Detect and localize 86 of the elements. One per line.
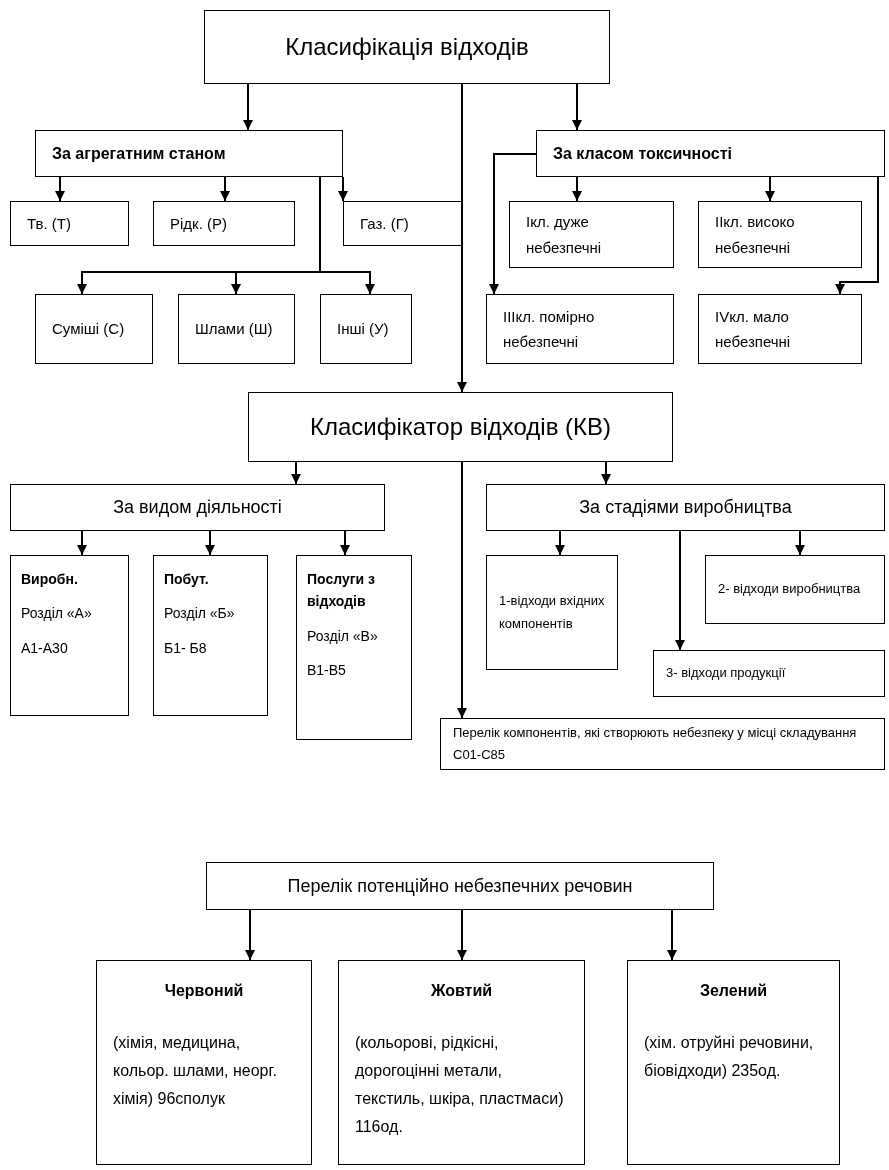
process-box [153, 555, 268, 716]
process-box [486, 294, 674, 364]
box-label: Жовтий [429, 981, 494, 1001]
arrow [338, 176, 348, 202]
arrow [675, 530, 685, 651]
process-box [486, 555, 618, 670]
process-box [204, 10, 610, 84]
box-label: А1-А30 [21, 638, 69, 658]
arrow [795, 530, 805, 556]
box-label: Б1- Б8 [164, 638, 208, 658]
process-box [10, 201, 129, 246]
box-label: Розділ «А» [21, 604, 93, 624]
box-label: За видом діяльності [113, 496, 282, 519]
box-label: Перелік компонентів, які створюють небезпеку у місці складування С01-С85 [453, 723, 858, 764]
arrow [572, 83, 582, 131]
process-box [627, 960, 840, 1165]
box-label: Шлами (Ш) [195, 319, 274, 340]
box-label: ІVкл. мало небезпечні [715, 306, 792, 352]
box-label: 3- відходи продукції [666, 664, 787, 683]
process-box [509, 201, 674, 268]
box-label: (хім. отруйні речовини, біовідходи) 235од. [644, 1033, 815, 1081]
process-box [536, 130, 885, 177]
box-label: За стадіями виробництва [579, 496, 792, 519]
box-label: Тв. (Т) [27, 213, 72, 234]
box-label: Інші (У) [337, 319, 390, 340]
box-label: Газ. (Г) [360, 213, 410, 234]
box-label: Червоний [163, 981, 245, 1001]
process-box [206, 862, 714, 910]
arrow [457, 461, 467, 719]
arrow [243, 83, 253, 131]
box-label: Ікл. дуже небезпечні [526, 212, 603, 258]
box-label: ІІІкл. помірно небезпечні [503, 306, 596, 352]
process-box [35, 294, 153, 364]
box-label: Суміші (С) [52, 319, 126, 340]
arrow [340, 530, 350, 556]
arrow [835, 176, 879, 295]
process-box [440, 718, 885, 770]
process-box [338, 960, 585, 1165]
process-box [698, 294, 862, 364]
arrow [220, 176, 230, 202]
arrow [667, 909, 677, 961]
box-label: Перелік потенційно небезпечних речовин [287, 874, 633, 898]
box-label: За класом токсичності [553, 143, 732, 164]
arrow [291, 461, 301, 485]
box-label: ІІкл. високо небезпечні [715, 212, 796, 258]
process-box [153, 201, 295, 246]
process-box [486, 484, 885, 531]
box-label: Зелений [698, 981, 769, 1001]
arrow [555, 530, 565, 556]
box-label: (кольорові, рідкісні, дорогоцінні метали, текстиль, шкіра, пластмаси) 116од. [355, 1033, 565, 1137]
box-label: 1-відходи вхідних компонентів [499, 592, 605, 633]
box-label: Розділ «В» [307, 626, 379, 646]
arrow [205, 530, 215, 556]
process-box [10, 484, 385, 531]
box-label: Виробн. [21, 570, 79, 589]
box-label: Розділ «Б» [164, 604, 236, 624]
process-box [10, 555, 129, 716]
process-box [698, 201, 862, 268]
arrow [457, 909, 467, 961]
process-box [96, 960, 312, 1165]
box-label: (хімія, медицина, кольор. шлами, неорг. хімія) 96сполук [113, 1033, 278, 1109]
process-box [653, 650, 885, 697]
arrow [55, 176, 65, 202]
box-label: В1-В5 [307, 661, 347, 681]
arrow [457, 83, 467, 393]
process-box [248, 392, 673, 462]
box-label: Класифікація відходів [285, 32, 529, 62]
arrow [601, 461, 611, 485]
arrow [572, 176, 582, 202]
box-label: Класифікатор відходів (КВ) [309, 412, 612, 442]
box-label: Рідк. (Р) [170, 213, 228, 234]
process-box [705, 555, 885, 624]
process-box [296, 555, 412, 740]
arrow [765, 176, 775, 202]
box-label: 2- відходи виробництва [718, 580, 862, 599]
arrow [319, 176, 375, 295]
process-box [178, 294, 295, 364]
arrow [489, 153, 537, 295]
process-box [343, 201, 462, 246]
process-box [35, 130, 343, 177]
arrow [245, 909, 255, 961]
arrow [77, 530, 87, 556]
box-label: Побут. [164, 570, 210, 589]
box-label: За агрегатним станом [52, 143, 226, 164]
process-box [320, 294, 412, 364]
box-label: Послуги з відходів [307, 570, 376, 612]
